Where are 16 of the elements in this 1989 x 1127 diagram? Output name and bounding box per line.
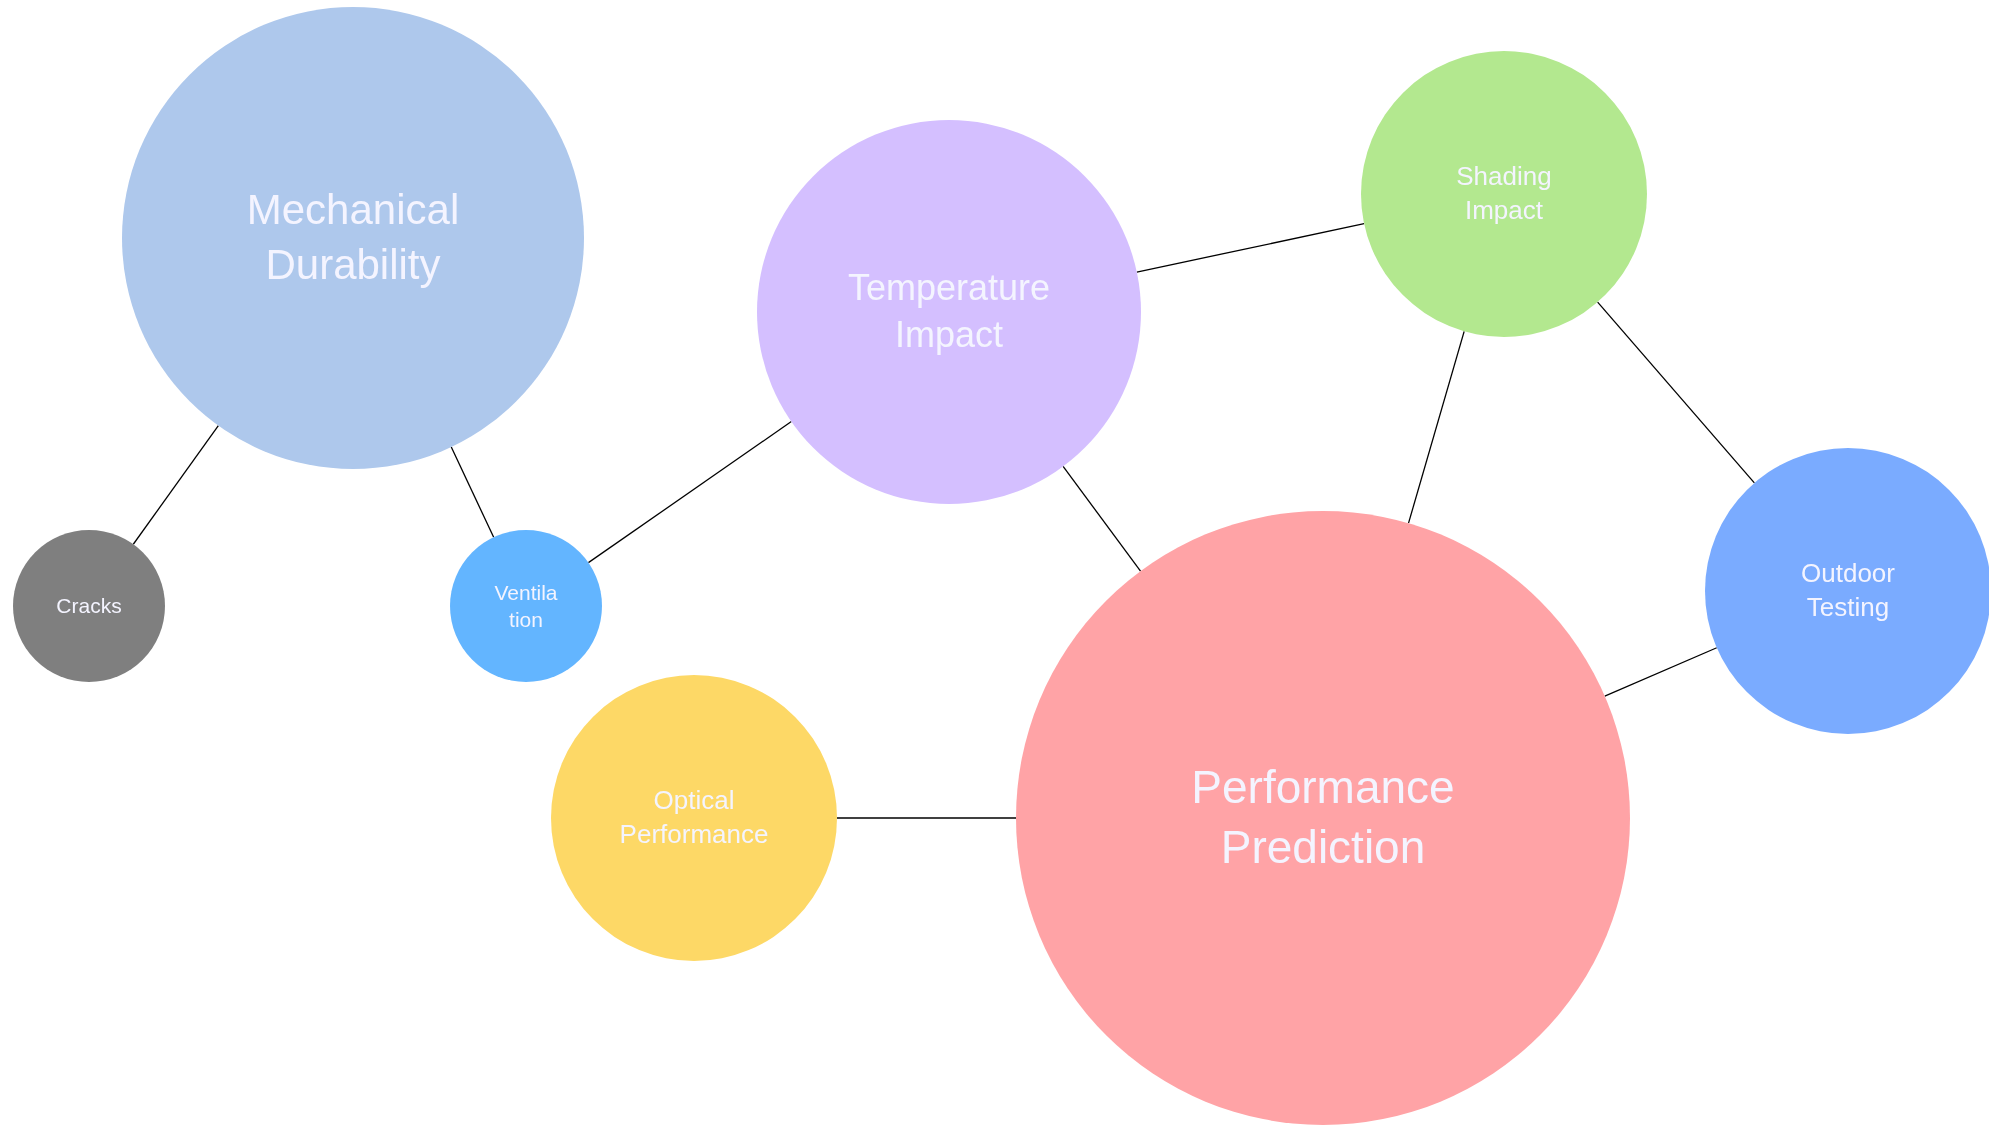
bubble-label: Cracks bbox=[56, 593, 122, 620]
connector-line bbox=[1062, 465, 1142, 572]
connector-line bbox=[1604, 647, 1718, 697]
connector-line bbox=[836, 817, 1017, 819]
bubble-label: Optical Performance bbox=[618, 784, 770, 851]
connector-line bbox=[587, 420, 792, 564]
connector-line bbox=[1136, 223, 1365, 273]
bubble-label: Ventila tion bbox=[493, 579, 559, 633]
bubble-label: Mechanical Durability bbox=[245, 185, 461, 290]
connector-line bbox=[1407, 330, 1465, 524]
connector-line bbox=[1597, 301, 1755, 484]
connector-line bbox=[450, 446, 495, 538]
connector-line bbox=[132, 425, 219, 545]
bubble-label: Performance Prediction bbox=[1190, 760, 1456, 875]
bubble-label: Outdoor Testing bbox=[1800, 557, 1896, 624]
bubble-label: Shading Impact bbox=[1455, 160, 1553, 227]
